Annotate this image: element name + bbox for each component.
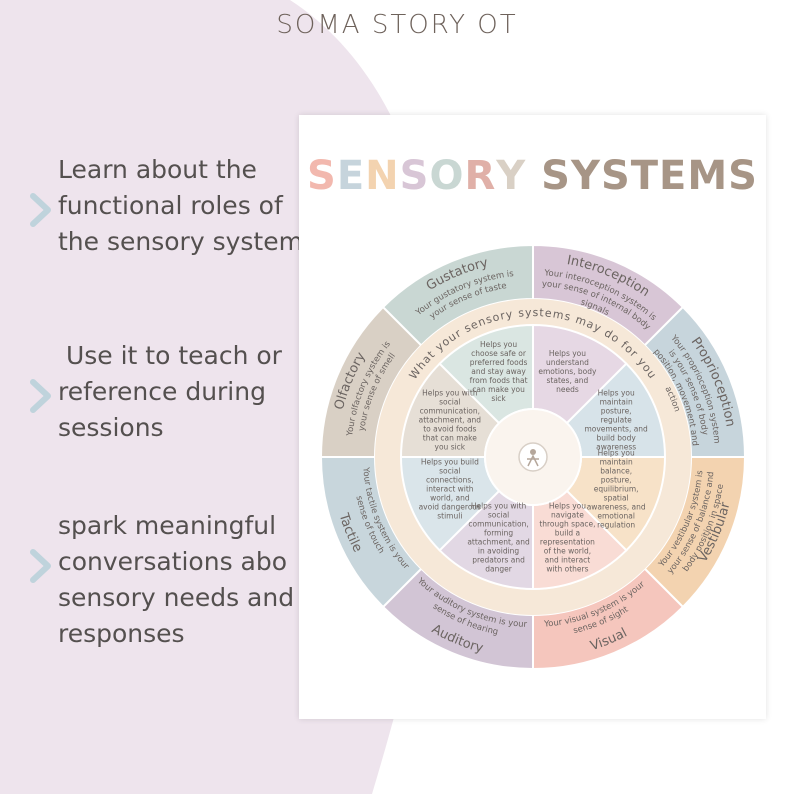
feature-line: Use it to teach or bbox=[58, 341, 282, 370]
body-icon-head bbox=[530, 449, 536, 455]
feature-line: sessions bbox=[58, 413, 164, 442]
body-icon-limbs bbox=[527, 454, 539, 467]
title-second-word: SYSTEMS bbox=[541, 153, 758, 199]
title-letter: Y bbox=[496, 153, 527, 199]
feature-line: conversations abo bbox=[58, 547, 288, 576]
chevron-right-icon bbox=[30, 379, 51, 413]
chevron-right-icon bbox=[30, 193, 51, 227]
title-letter: N bbox=[365, 153, 400, 199]
feature-line: functional roles of bbox=[58, 191, 283, 220]
feature-line: spark meaningful bbox=[58, 511, 277, 540]
feature-line: reference during bbox=[58, 377, 266, 406]
brand-title: SOMA STORY OT bbox=[276, 10, 518, 40]
title-letter: S bbox=[399, 153, 430, 199]
title-letter: R bbox=[464, 153, 497, 199]
feature-line: the sensory systems bbox=[58, 227, 316, 256]
chevron-right-icon bbox=[30, 549, 51, 583]
feature-line: responses bbox=[58, 619, 185, 648]
feature-text: Learn about the functional roles of the se… bbox=[58, 152, 316, 260]
title-letter: E bbox=[336, 153, 366, 199]
feature-text: Use it to teach or reference during sessio… bbox=[58, 338, 282, 446]
title-letter: S bbox=[307, 153, 337, 199]
title-letter: O bbox=[429, 153, 465, 199]
poster-title: SENSORY SYSTEMS bbox=[299, 153, 766, 199]
feature-line: Learn about the bbox=[58, 155, 257, 184]
feature-text: spark meaningful conversations abo sensory… bbox=[58, 508, 294, 652]
feature-line: sensory needs and bbox=[58, 583, 295, 612]
title-gap bbox=[526, 153, 541, 199]
